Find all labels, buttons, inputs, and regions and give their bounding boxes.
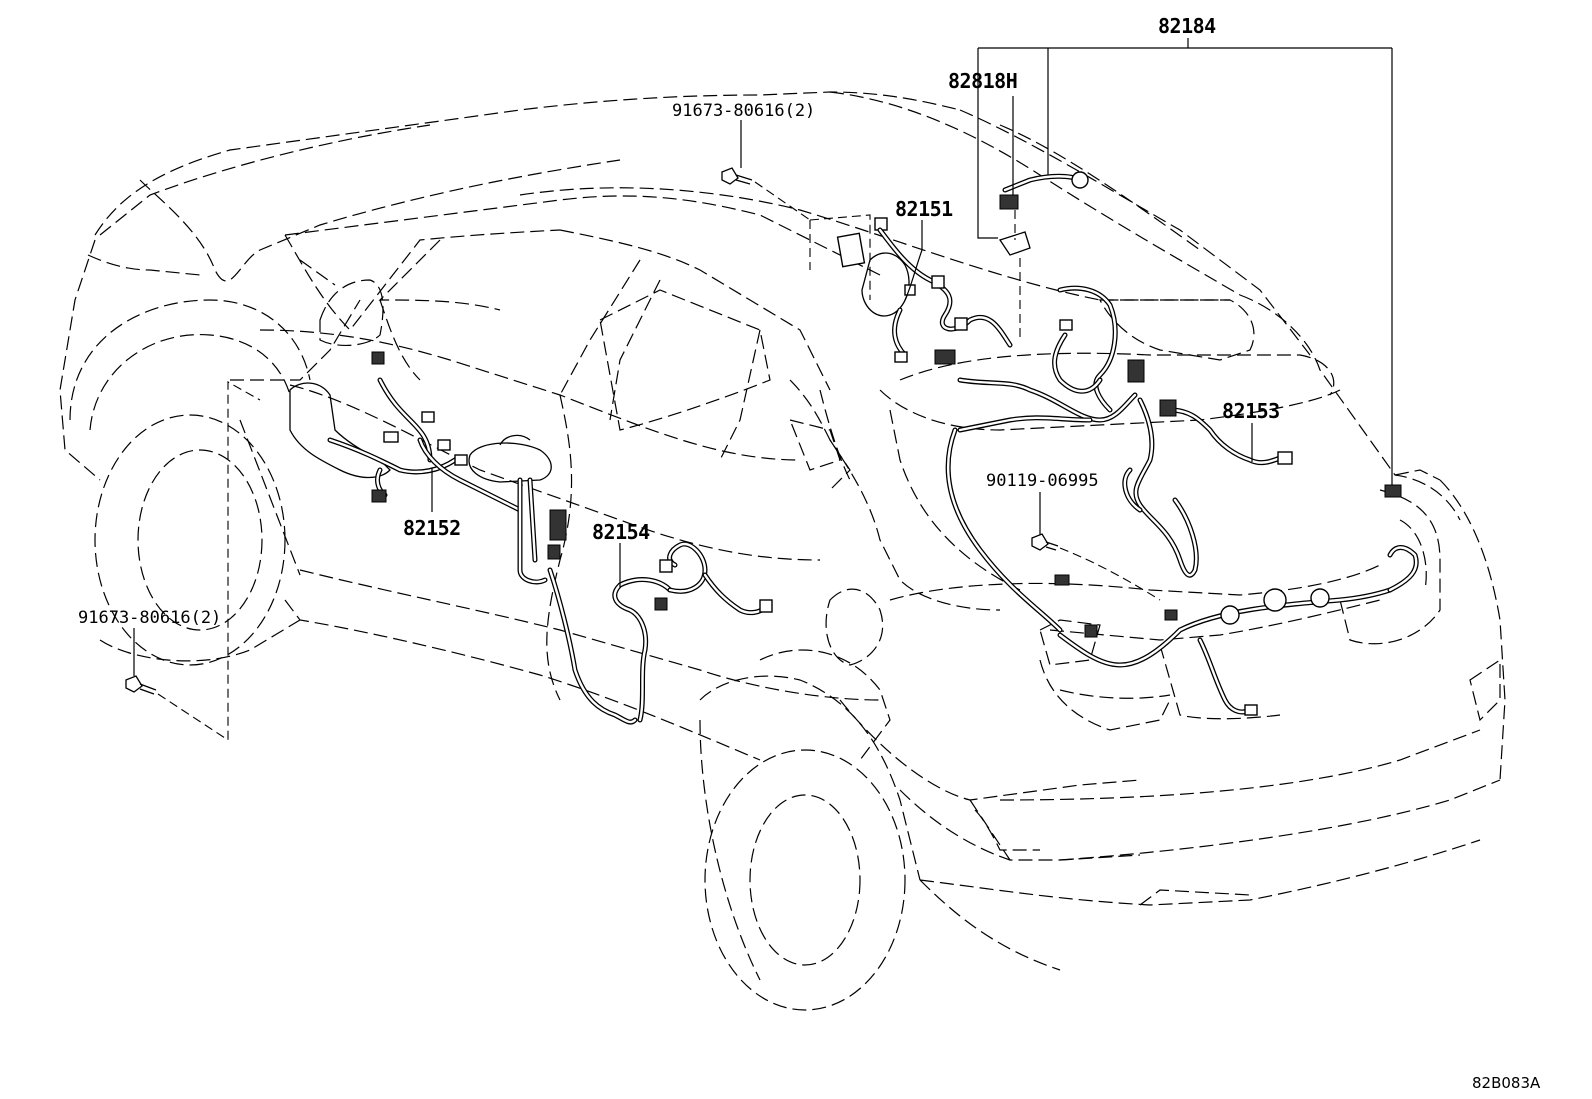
part-labels: 82184 82818H 91673-80616(2) 82151 82153 … — [78, 14, 1541, 1092]
vehicle-body-outline — [59, 91, 1506, 1011]
label-91673-top: 91673-80616(2) — [672, 101, 815, 121]
label-90119: 90119-06995 — [986, 471, 1099, 491]
label-82184: 82184 — [1158, 14, 1216, 38]
label-82818h: 82818H — [948, 69, 1017, 93]
harness-82151 — [877, 227, 1013, 365]
label-82154: 82154 — [592, 520, 650, 544]
harness-82153 — [1159, 399, 1293, 466]
harness-tailgate — [1054, 484, 1419, 716]
door-handle-harness — [468, 434, 567, 585]
screw-90119 — [1031, 533, 1161, 601]
label-82153: 82153 — [1222, 399, 1280, 423]
label-91673-left: 91673-80616(2) — [78, 608, 221, 628]
reference-code: 82B083A — [1472, 1074, 1541, 1092]
label-82151: 82151 — [895, 197, 953, 221]
bolt-91673-left — [125, 381, 261, 742]
harness-82152 — [289, 351, 523, 513]
leader-lines — [133, 38, 1393, 676]
harness-82184 — [945, 171, 1199, 633]
label-82152: 82152 — [403, 516, 461, 540]
harness-82154 — [547, 541, 773, 725]
bolt-91673-top — [721, 167, 811, 221]
sensor-bracket-82151 — [809, 214, 910, 317]
